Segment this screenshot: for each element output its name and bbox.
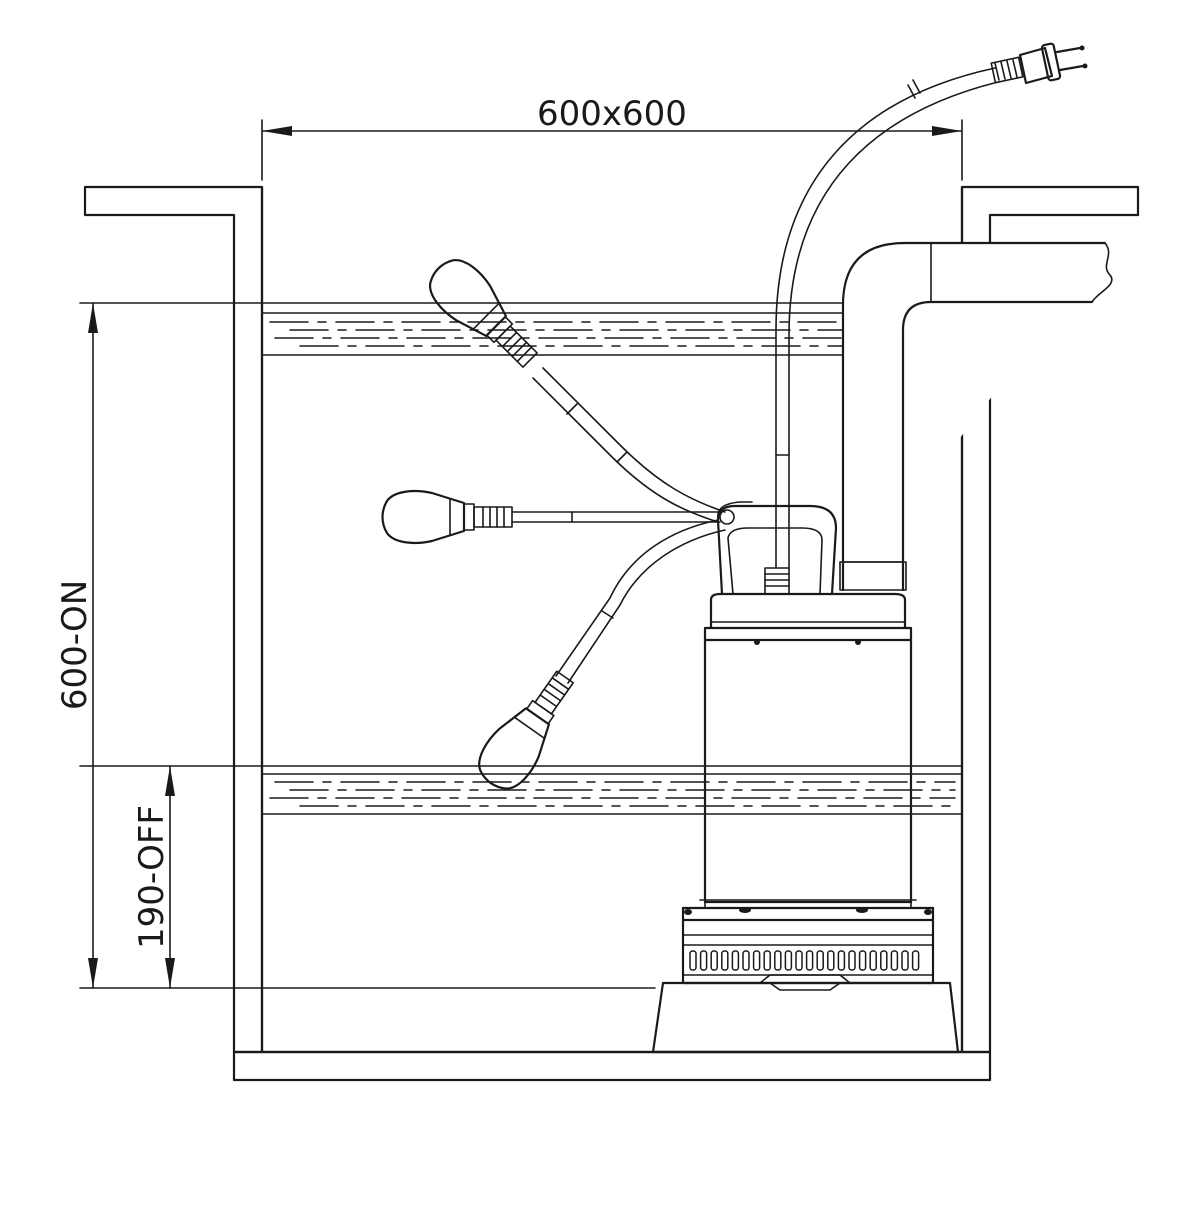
- strainer-slot: [689, 950, 697, 971]
- power-plug-icon: [990, 42, 1088, 85]
- float-switch-upper: [429, 259, 538, 368]
- strainer-slot: [721, 950, 729, 971]
- strainer-slot: [763, 950, 771, 971]
- strainer-slot: [752, 950, 761, 971]
- strainer-slot: [774, 950, 782, 971]
- strainer-slot: [911, 950, 920, 971]
- dimension-on-level: 600-ON: [55, 302, 98, 989]
- strainer-slot: [837, 950, 846, 971]
- float-switch-lower: [478, 670, 574, 790]
- water-level-off: [79, 765, 963, 815]
- strainer-slot: [795, 950, 803, 971]
- discharge-pipe: [839, 241, 1113, 592]
- strainer-slots: [689, 950, 920, 971]
- pump-base: [651, 981, 960, 1054]
- float-switch-middle: [381, 490, 513, 544]
- dimension-off-label: 190-OFF: [132, 805, 172, 949]
- strainer-slot: [848, 950, 856, 971]
- strainer-slot: [731, 950, 740, 971]
- strainer-slot: [699, 950, 708, 971]
- strainer-slot: [827, 950, 835, 971]
- strainer-slot: [710, 950, 718, 971]
- float-cable: [511, 367, 726, 684]
- strainer-slot: [816, 950, 824, 971]
- pump-motor-body: [703, 638, 913, 904]
- strainer-slot: [890, 950, 899, 971]
- strainer-slot: [805, 950, 814, 971]
- submersible-pump: [651, 501, 960, 1054]
- pump-handle: [716, 504, 838, 596]
- strainer-slot: [901, 950, 909, 971]
- power-cable: [775, 67, 999, 521]
- pump-strainer: [681, 918, 935, 985]
- pit-floor: [232, 1050, 992, 1082]
- dimension-on-label: 600-ON: [55, 580, 95, 710]
- strainer-slot: [858, 950, 867, 971]
- dimension-width-label: 600x600: [537, 94, 687, 134]
- strainer-slot: [869, 950, 877, 971]
- dimension-width: 600x600: [261, 94, 963, 181]
- strainer-slot: [742, 950, 750, 971]
- strainer-slot: [784, 950, 793, 971]
- strainer-slot: [880, 950, 888, 971]
- dimension-off-level: 190-OFF: [132, 765, 175, 989]
- pit-wall-left: [83, 185, 264, 1054]
